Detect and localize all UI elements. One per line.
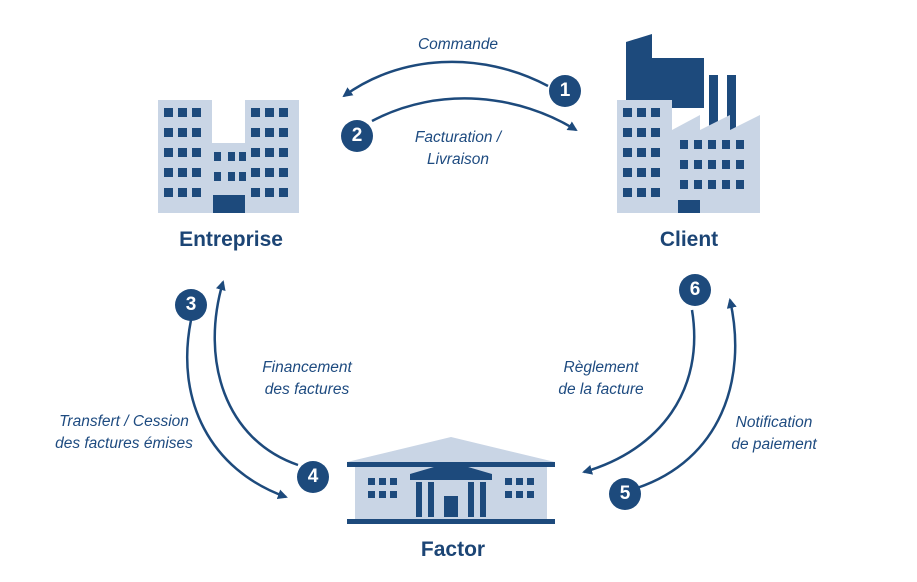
step-2-badge: 2 (341, 120, 373, 152)
step-3-badge: 3 (175, 289, 207, 321)
step-2-label: Facturation /Livraison (414, 129, 502, 168)
client-label: Client (659, 228, 719, 251)
arrow-facturation (371, 97, 578, 132)
entreprise-building-icon (158, 100, 299, 213)
entreprise-label: Entreprise (179, 228, 283, 251)
step-5-badge: 5 (609, 478, 641, 510)
step-1-badge: 1 (549, 75, 581, 107)
step-6-badge: 6 (679, 274, 711, 306)
arrow-financement (213, 280, 299, 467)
factor-bank-icon (347, 437, 555, 524)
arrow-commande (342, 60, 549, 98)
arrow-notification (636, 298, 737, 490)
arrow-transfert (186, 319, 288, 500)
client-factory-icon (617, 34, 760, 213)
step-4-badge: 4 (297, 461, 329, 493)
factor-label: Factor (420, 538, 486, 561)
arrow-reglement (582, 309, 696, 475)
step-1-label: Commande (417, 36, 499, 53)
